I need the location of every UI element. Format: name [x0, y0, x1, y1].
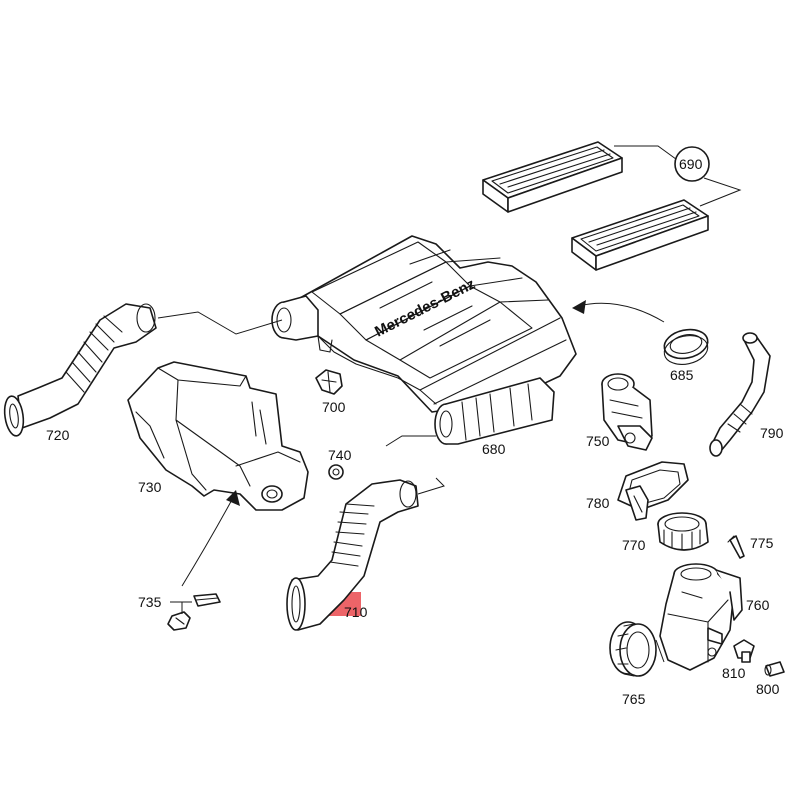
air-filter-element-upper[interactable] [482, 141, 623, 213]
throttle-body[interactable] [659, 563, 743, 671]
retaining-clips[interactable] [167, 593, 221, 631]
label-760[interactable]: 760 [746, 597, 770, 613]
intake-duct-left[interactable] [2, 303, 157, 437]
label-750[interactable]: 750 [586, 433, 610, 449]
clip[interactable] [315, 369, 343, 395]
arrow-735-to-cover [181, 495, 235, 587]
nut[interactable] [328, 464, 344, 480]
label-770[interactable]: 770 [622, 537, 646, 553]
air-mass-sensor[interactable] [601, 373, 653, 451]
arrow-685-head [572, 300, 586, 314]
label-685[interactable]: 685 [670, 367, 694, 383]
arrow-735-head [226, 490, 240, 506]
label-735[interactable]: 735 [138, 594, 162, 610]
intake-duct-center[interactable] [286, 479, 419, 631]
bolt[interactable] [733, 639, 755, 663]
leader-680 [385, 435, 436, 447]
label-800[interactable]: 800 [756, 681, 780, 697]
label-775[interactable]: 775 [750, 535, 774, 551]
callout-circle-690 [674, 146, 710, 182]
seal-ring[interactable] [662, 326, 711, 369]
label-765[interactable]: 765 [622, 691, 646, 707]
leader-690 [614, 145, 742, 207]
label-680[interactable]: 680 [482, 441, 506, 457]
intake-ring[interactable] [609, 621, 657, 677]
hose-clamp[interactable] [617, 461, 689, 521]
leader-710 [417, 477, 445, 495]
leader-765 [655, 639, 665, 663]
breather-hose[interactable] [709, 332, 771, 457]
label-780[interactable]: 780 [586, 495, 610, 511]
label-720[interactable]: 720 [46, 427, 70, 443]
pin[interactable] [764, 661, 785, 677]
air-filter-housing[interactable] [271, 235, 577, 445]
label-690[interactable]: 690 [679, 156, 703, 172]
screw[interactable] [727, 535, 745, 559]
label-700[interactable]: 700 [322, 399, 346, 415]
coupling-ring[interactable] [657, 512, 709, 551]
arrow-685-to-housing [577, 302, 665, 323]
leader-735 [170, 601, 192, 614]
air-filter-element-lower[interactable] [571, 199, 709, 271]
label-710[interactable]: 710 [344, 604, 368, 620]
label-810[interactable]: 810 [722, 665, 746, 681]
leader-720 [157, 311, 283, 335]
intake-housing-cover[interactable] [127, 361, 309, 511]
label-730[interactable]: 730 [138, 479, 162, 495]
label-740[interactable]: 740 [328, 447, 352, 463]
label-790[interactable]: 790 [760, 425, 784, 441]
